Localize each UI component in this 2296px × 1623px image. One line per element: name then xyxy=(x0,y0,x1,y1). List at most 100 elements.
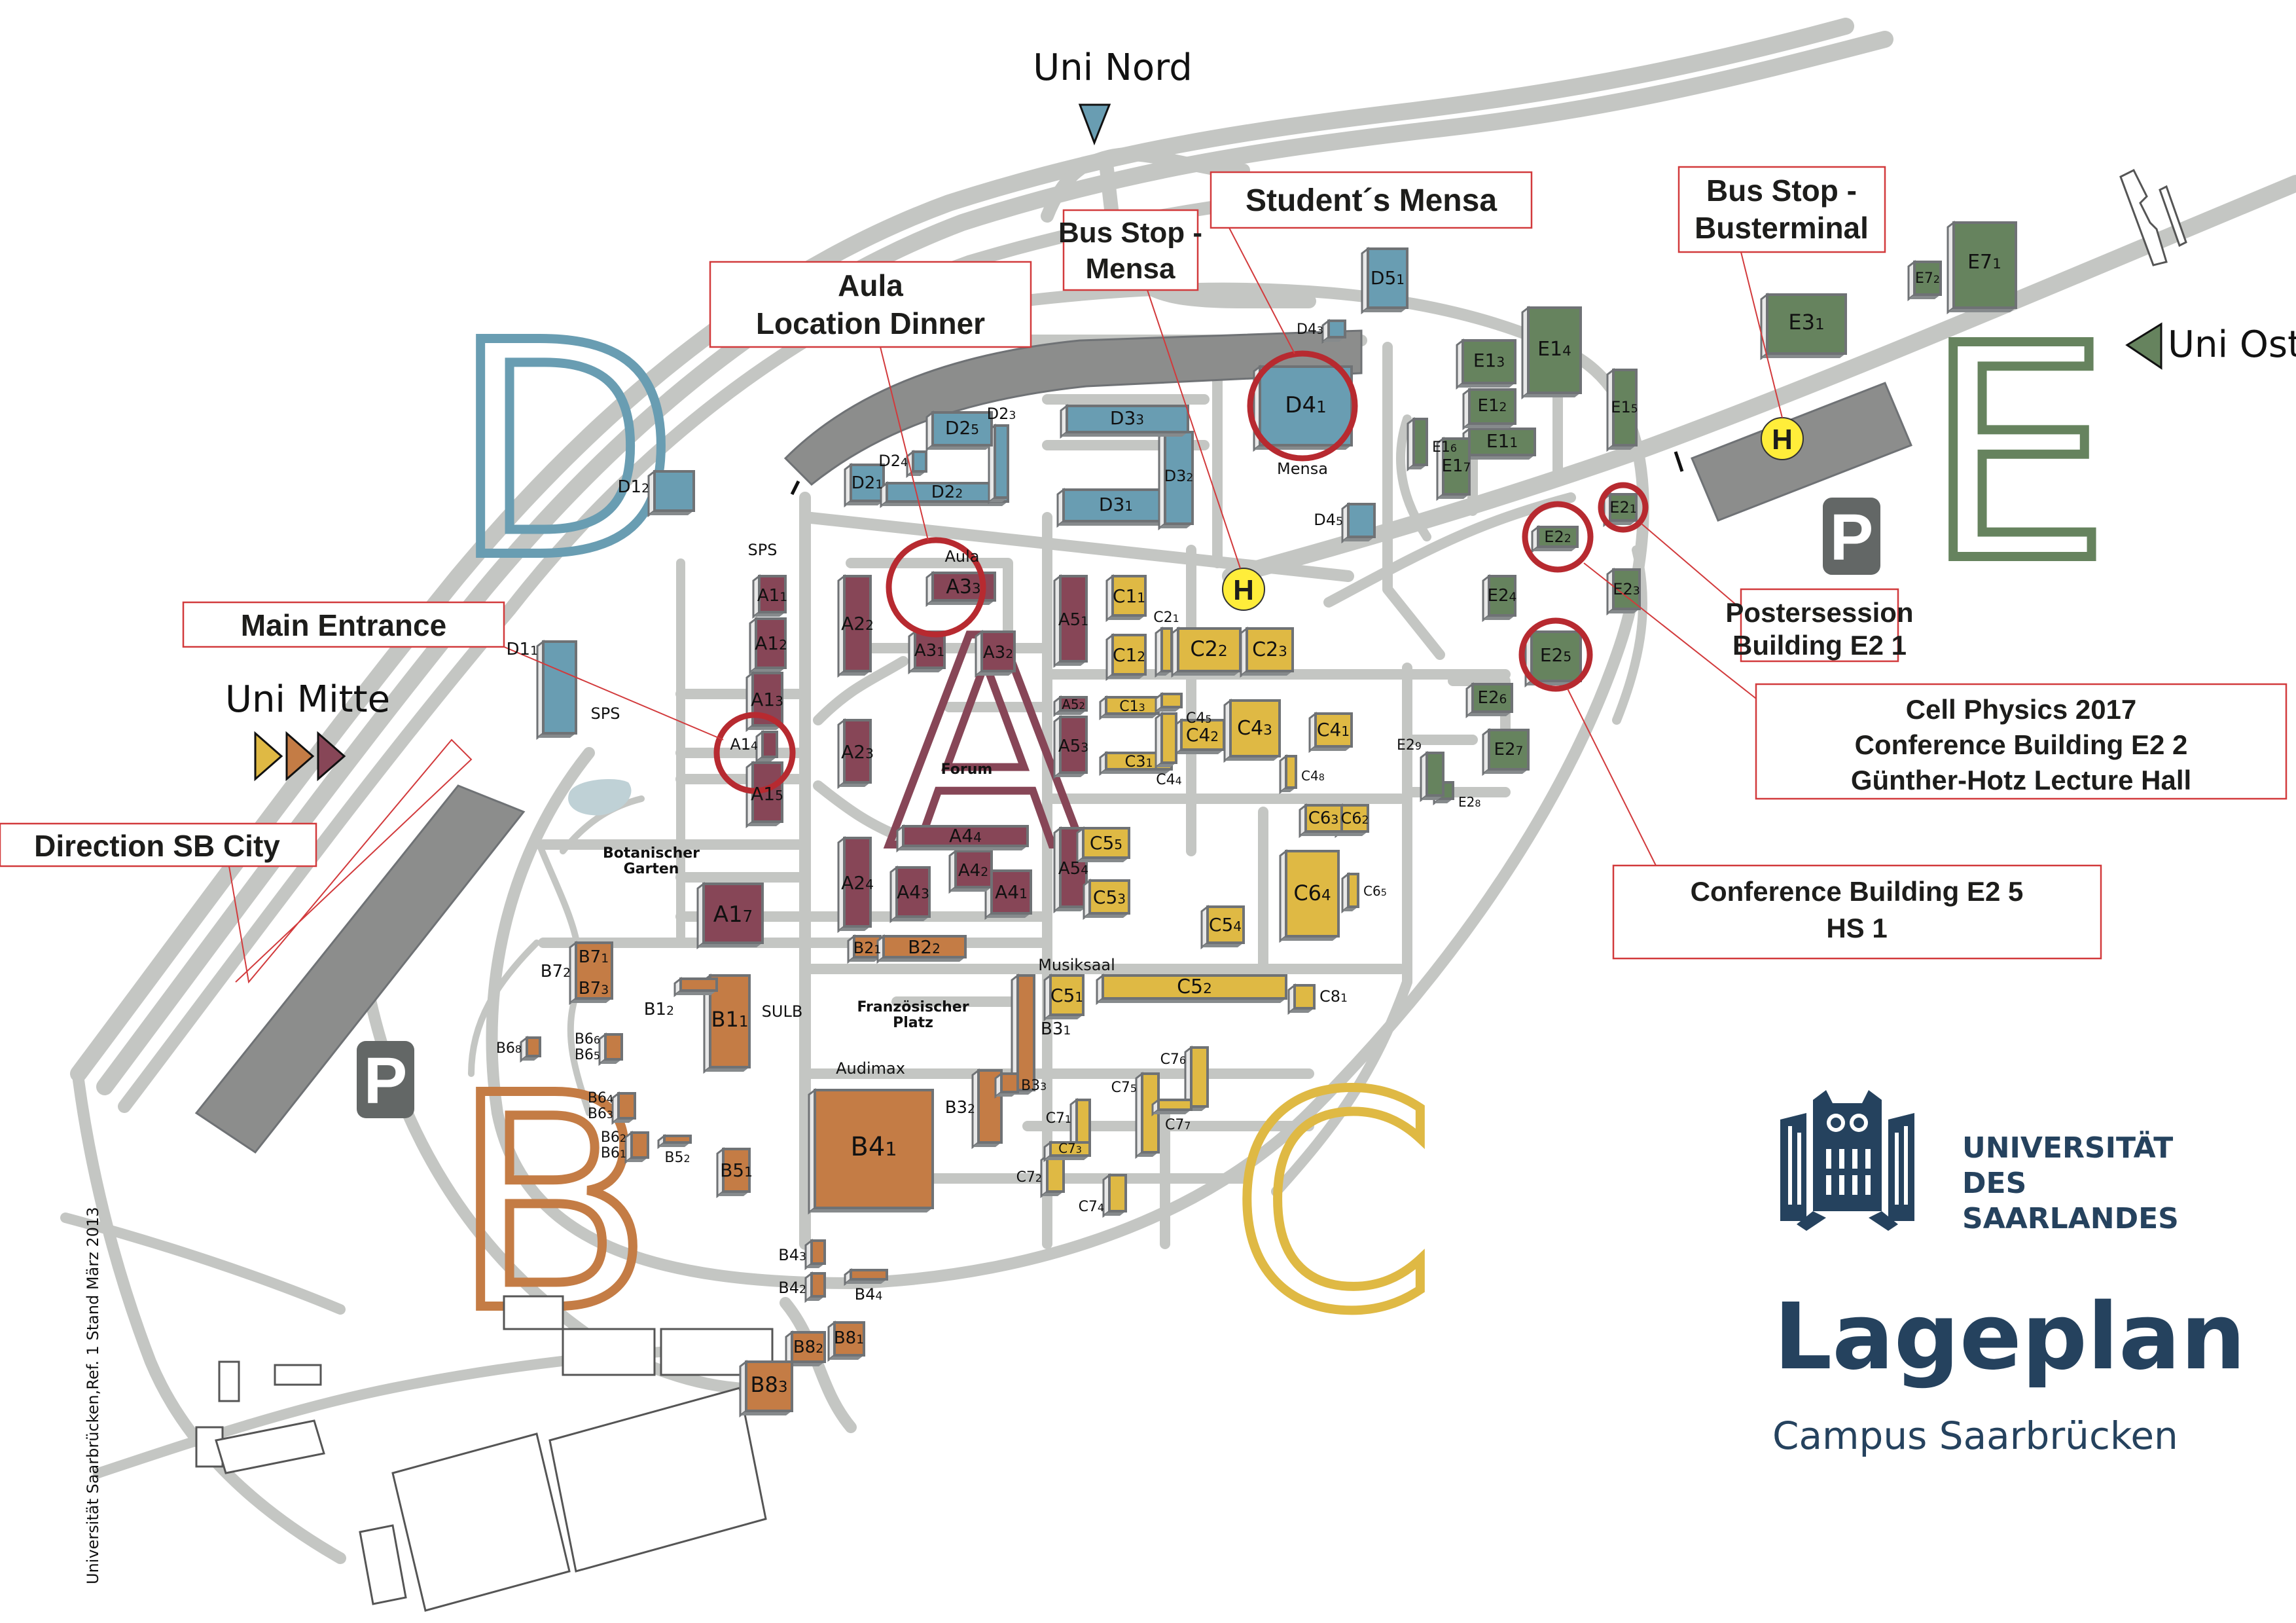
building-c5-4[interactable] xyxy=(1200,904,1245,950)
building-roof[interactable] xyxy=(1111,575,1147,617)
building-d2-5[interactable] xyxy=(925,410,993,452)
building-roof[interactable] xyxy=(1285,755,1297,789)
building-a2-2[interactable] xyxy=(837,574,872,678)
building-e1-4[interactable] xyxy=(1521,305,1582,400)
building-b4-3[interactable] xyxy=(804,1238,826,1271)
building-b6-8[interactable] xyxy=(520,1035,541,1063)
building-d4-5[interactable] xyxy=(1341,501,1376,544)
building-b3-3[interactable] xyxy=(994,1071,1019,1099)
building-roof[interactable] xyxy=(791,1331,826,1363)
building-a5-1[interactable] xyxy=(1053,574,1088,668)
building-b1-2[interactable] xyxy=(673,976,718,998)
building-b4-1[interactable] xyxy=(808,1087,934,1215)
building-b2-1[interactable] xyxy=(847,934,882,964)
building-roof[interactable] xyxy=(882,935,967,958)
building-b3-2[interactable] xyxy=(971,1068,1003,1150)
building-c2-3[interactable] xyxy=(1240,626,1294,678)
building-roof[interactable] xyxy=(1206,905,1245,944)
building-roof[interactable] xyxy=(850,1269,888,1281)
building-roof[interactable] xyxy=(722,1148,751,1193)
building-roof[interactable] xyxy=(1246,627,1294,672)
building-roof[interactable] xyxy=(1327,319,1346,338)
building-c6-5[interactable] xyxy=(1341,871,1359,914)
building-a5-3[interactable] xyxy=(1053,714,1088,780)
building-roof[interactable] xyxy=(1285,850,1340,938)
building-b6-5[interactable] xyxy=(598,1032,623,1067)
building-a3-1[interactable] xyxy=(908,629,946,675)
building-c7-3[interactable] xyxy=(1043,1140,1091,1163)
building-c4-4[interactable] xyxy=(1155,711,1177,770)
building-roof[interactable] xyxy=(1468,388,1516,425)
building-roof[interactable] xyxy=(1426,752,1444,797)
building-roof[interactable] xyxy=(702,883,764,944)
building-roof[interactable] xyxy=(1462,339,1516,384)
building-e2-1[interactable] xyxy=(1603,492,1638,528)
building-e1-6[interactable] xyxy=(1407,416,1428,472)
building-e1-7[interactable] xyxy=(1436,436,1471,501)
building-roof[interactable] xyxy=(1537,526,1579,548)
building-e2-7[interactable] xyxy=(1482,727,1530,776)
building-roof[interactable] xyxy=(663,1135,692,1144)
building-c2-1[interactable] xyxy=(1155,626,1173,678)
bus-stop-icon[interactable] xyxy=(1222,568,1265,611)
building-roof[interactable] xyxy=(604,1033,623,1061)
building-roof[interactable] xyxy=(810,1272,826,1298)
building-roof[interactable] xyxy=(850,464,885,502)
building-roof[interactable] xyxy=(1314,712,1353,748)
building-roof[interactable] xyxy=(1088,879,1130,915)
building-e7-1[interactable] xyxy=(1946,220,2017,315)
building-roof[interactable] xyxy=(954,850,993,888)
building-c7-7[interactable] xyxy=(1151,1097,1193,1117)
building-c7-6[interactable] xyxy=(1184,1045,1209,1114)
building-roof[interactable] xyxy=(1530,630,1582,682)
building-d4-3[interactable] xyxy=(1321,318,1346,344)
building-a1-7[interactable] xyxy=(696,881,764,950)
building-roof[interactable] xyxy=(1304,804,1343,833)
building-roof[interactable] xyxy=(843,837,872,928)
building-a4-2[interactable] xyxy=(948,848,993,894)
building-roof[interactable] xyxy=(1177,627,1242,672)
building-roof[interactable] xyxy=(1367,247,1408,309)
building-d2-2[interactable] xyxy=(880,481,1009,509)
building-c7-5[interactable] xyxy=(1135,1071,1160,1159)
building-roof[interactable] xyxy=(1075,1099,1091,1144)
building-b1-1[interactable] xyxy=(703,973,751,1074)
building-roof[interactable] xyxy=(761,731,778,758)
building-roof[interactable] xyxy=(1347,873,1359,908)
building-c4-8[interactable] xyxy=(1279,754,1297,795)
building-roof[interactable] xyxy=(977,1069,1003,1144)
building-a1-1[interactable] xyxy=(752,574,787,619)
bus-stop-terminal[interactable]: H xyxy=(1761,417,1804,460)
building-roof[interactable] xyxy=(814,1089,934,1209)
building-roof[interactable] xyxy=(1059,575,1088,663)
building-roof[interactable] xyxy=(1913,261,1942,296)
building-b4-2[interactable] xyxy=(804,1271,826,1304)
building-roof[interactable] xyxy=(679,977,718,992)
building-c5-2[interactable] xyxy=(1096,973,1287,1006)
building-roof[interactable] xyxy=(1766,293,1847,355)
building-roof[interactable] xyxy=(1059,696,1088,712)
building-e2-6[interactable] xyxy=(1465,682,1513,719)
building-roof[interactable] xyxy=(745,1360,793,1412)
building-b8-2[interactable] xyxy=(785,1330,826,1369)
building-c1-2[interactable] xyxy=(1105,632,1147,682)
building-a4-3[interactable] xyxy=(889,865,931,924)
building-c4-5[interactable] xyxy=(1155,691,1183,714)
building-roof[interactable] xyxy=(1612,369,1638,447)
building-b5-2[interactable] xyxy=(657,1133,692,1150)
building-roof[interactable] xyxy=(833,1321,865,1357)
building-roof[interactable] xyxy=(1111,634,1147,676)
building-b7-1[interactable] xyxy=(569,940,613,1006)
building-c1-3[interactable] xyxy=(1099,695,1160,721)
building-d5-1[interactable] xyxy=(1361,246,1408,315)
building-d1-2[interactable] xyxy=(647,469,695,518)
building-roof[interactable] xyxy=(1160,627,1173,672)
building-a5-2[interactable] xyxy=(1053,695,1088,718)
building-c8-1[interactable] xyxy=(1287,983,1316,1015)
building-e3-1[interactable] xyxy=(1760,292,1847,361)
building-c7-2[interactable] xyxy=(1040,1153,1065,1199)
building-a2-4[interactable] xyxy=(837,835,872,934)
building-b8-1[interactable] xyxy=(827,1320,865,1362)
building-roof[interactable] xyxy=(843,575,872,672)
building-roof[interactable] xyxy=(1082,827,1130,859)
